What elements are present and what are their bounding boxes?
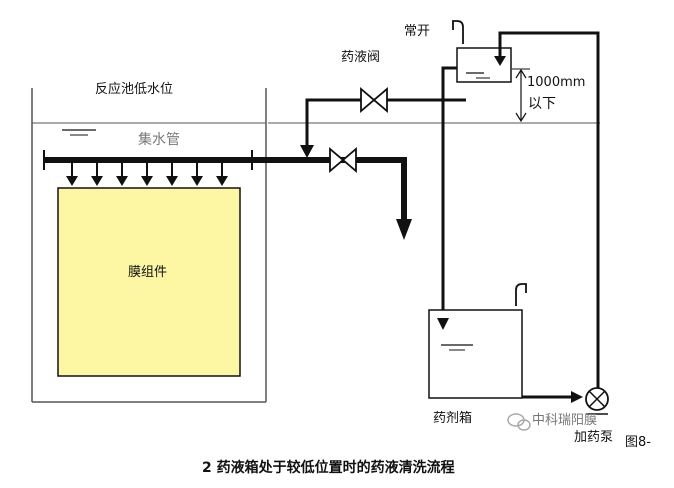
medicine-tank-label: 药剂箱	[433, 410, 472, 426]
medicine-valve-icon	[360, 87, 388, 113]
header-pipe-label: 集水管	[138, 131, 180, 148]
suction-arrow	[571, 391, 583, 403]
medicine-tank-inlet-arrow	[437, 318, 449, 330]
outlet-arrow	[396, 219, 412, 240]
medicine-branch-pipe	[305, 98, 466, 148]
return-pipe	[498, 31, 600, 397]
header-valve-icon	[329, 147, 357, 173]
normally-open-label: 常开	[404, 24, 430, 39]
tank-low-level-label: 反应池低水位	[95, 81, 173, 97]
membrane-module	[57, 187, 241, 377]
height-below-label: 以下	[528, 96, 556, 112]
branch-arrow	[300, 145, 314, 158]
figure-caption: 2 药液箱处于较低位置时的药液清洗流程	[202, 459, 455, 476]
head-tank	[456, 47, 512, 83]
water-level-icon	[62, 129, 96, 136]
medicine-tank-faucet-icon	[515, 283, 527, 306]
medicine-pipe	[441, 66, 466, 310]
dosing-pump-icon	[585, 387, 609, 415]
header-outlet-arrows	[66, 162, 228, 186]
return-arrow	[494, 56, 506, 66]
height-value-label: 1000mm	[527, 75, 585, 90]
wechat-logo-icon	[507, 413, 531, 431]
head-tank-faucet-icon	[452, 20, 464, 44]
height-dimension	[512, 68, 530, 123]
reaction-tank	[31, 88, 267, 403]
watermark-text: 中科瑞阳膜	[532, 413, 597, 428]
membrane-module-label: 膜组件	[128, 265, 167, 280]
figure-number: 图8-	[625, 435, 651, 450]
medicine-valve-label: 药液阀	[341, 50, 380, 65]
dosing-pump-label: 加药泵	[574, 430, 613, 445]
